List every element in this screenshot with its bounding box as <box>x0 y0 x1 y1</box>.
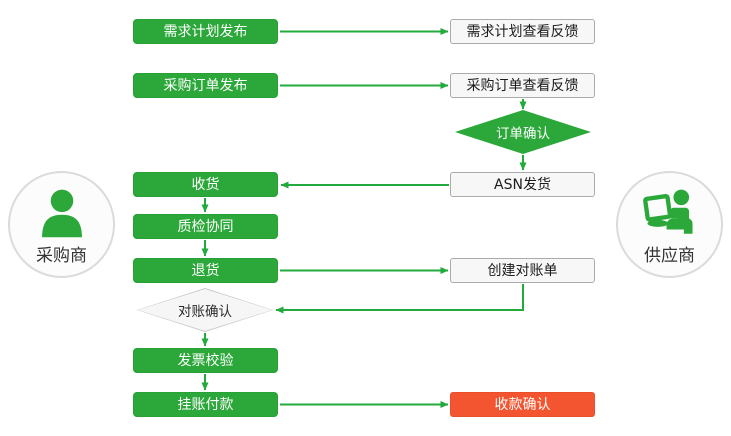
person-bust-icon <box>41 189 82 238</box>
node-label: 创建对账单 <box>487 262 558 279</box>
node-create-statement: 创建对账单 <box>450 258 595 283</box>
node-receipt-confirm: 收款确认 <box>450 392 595 417</box>
node-qc-collab: 质检协同 <box>133 214 278 239</box>
decision-order-confirm: 订单确认 <box>455 110 591 154</box>
node-label: 收款确认 <box>494 396 551 413</box>
node-label: 采购订单查看反馈 <box>466 77 579 94</box>
actor-label: 供应商 <box>644 246 695 266</box>
decision-label: 对账确认 <box>178 304 232 320</box>
person-with-laptop-icon <box>642 189 693 234</box>
node-label: 发票校验 <box>177 352 234 369</box>
decision-recon-confirm: 对账确认 <box>137 288 273 332</box>
node-label: 挂账付款 <box>177 396 234 413</box>
node-label: 需求计划发布 <box>163 23 248 40</box>
node-return-goods: 退货 <box>133 258 278 283</box>
node-po-publish: 采购订单发布 <box>133 73 278 98</box>
node-payment: 挂账付款 <box>133 392 278 417</box>
node-label: ASN发货 <box>494 176 551 193</box>
node-receive: 收货 <box>133 172 278 197</box>
node-demand-feedback: 需求计划查看反馈 <box>450 19 595 44</box>
node-label: 收货 <box>191 176 220 193</box>
node-label: 退货 <box>191 262 220 279</box>
node-demand-publish: 需求计划发布 <box>133 19 278 44</box>
node-invoice-check: 发票校验 <box>133 348 278 373</box>
actor-label: 采购商 <box>36 246 87 266</box>
node-po-feedback: 采购订单查看反馈 <box>450 73 595 98</box>
node-asn-ship: ASN发货 <box>450 172 595 197</box>
actor-buyer: 采购商 <box>8 171 115 278</box>
node-label: 质检协同 <box>177 218 234 235</box>
actor-supplier: 供应商 <box>616 171 723 278</box>
node-label: 需求计划查看反馈 <box>466 23 579 40</box>
node-label: 采购订单发布 <box>163 77 248 94</box>
decision-label: 订单确认 <box>496 126 550 142</box>
edge-statement-to-recon-confirm <box>275 284 524 314</box>
